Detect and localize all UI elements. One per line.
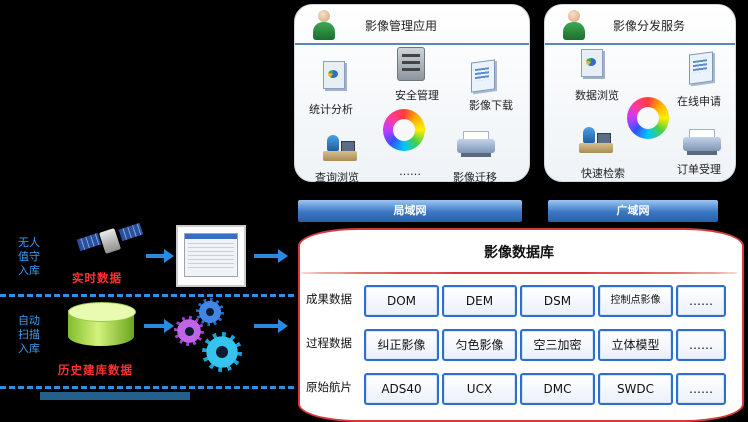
data-cell: DMC	[520, 373, 595, 405]
app-item-label: 快速检索	[581, 167, 625, 180]
app-item-label: 安全管理	[395, 89, 439, 102]
statistics-report-icon	[323, 61, 345, 89]
data-cell: ……	[676, 373, 726, 405]
separator-line	[0, 294, 294, 297]
data-cell: 纠正影像	[364, 329, 439, 361]
download-chart-icon	[471, 59, 495, 93]
cylinder-top-edge	[300, 272, 738, 274]
data-cell: ADS40	[364, 373, 439, 405]
security-server-icon	[397, 47, 425, 81]
data-cell: DEM	[442, 285, 517, 317]
order-printer-icon	[683, 129, 723, 155]
user-icon	[313, 10, 335, 40]
data-cell: ……	[676, 285, 726, 317]
data-cell: SWDC	[598, 373, 673, 405]
apply-chart-icon	[689, 51, 713, 85]
wan-bar: 广域网	[548, 200, 718, 222]
satellite-icon	[76, 222, 144, 266]
app-item-label: 查询浏览	[315, 171, 359, 184]
panel-header: 影像管理应用	[295, 5, 529, 45]
user-icon	[563, 10, 585, 40]
gear-icon	[196, 298, 224, 326]
panel-title: 影像管理应用	[365, 19, 438, 33]
data-cell: DOM	[364, 285, 439, 317]
app-item-label: 数据浏览	[575, 89, 619, 102]
database-title: 影像数据库	[484, 245, 554, 261]
app-item-label: 统计分析	[309, 103, 353, 116]
data-cell: 匀色影像	[442, 329, 517, 361]
app-item-label: ……	[399, 165, 421, 178]
historical-data-label: 历史建库数据	[58, 363, 133, 377]
decorative-strip	[40, 392, 190, 400]
data-cell: 立体模型	[598, 329, 673, 361]
gear-icon	[202, 332, 242, 372]
data-cell: 控制点影像	[598, 285, 673, 317]
row-label-raw: 原始航片	[306, 380, 352, 394]
browse-report-icon	[581, 49, 603, 77]
arrow-icon	[144, 319, 174, 333]
arrow-icon	[254, 319, 288, 333]
app-item-label: 影像迁移	[453, 171, 497, 184]
panel-title: 影像分发服务	[613, 19, 686, 33]
panel-header: 影像分发服务	[545, 5, 735, 45]
management-app-panel: 影像管理应用 统计分析 安全管理 影像下载 查询浏览 …… 影像迁移	[294, 4, 530, 184]
data-cell: ……	[676, 329, 726, 361]
realtime-data-label: 实时数据	[72, 271, 122, 285]
history-database-icon	[68, 302, 136, 350]
app-item-label: 在线申请	[677, 95, 721, 108]
app-item-label: 影像下载	[469, 99, 513, 112]
unattended-ingest-label: 无人值守入库	[18, 236, 40, 277]
arrow-icon	[146, 249, 174, 263]
data-cell: DSM	[520, 285, 595, 317]
ingest-software-screen-icon	[176, 225, 246, 287]
color-ring-icon	[383, 109, 425, 151]
row-label-process: 过程数据	[306, 336, 352, 350]
migration-printer-icon	[457, 131, 497, 157]
query-workstation-icon	[323, 135, 357, 163]
distribution-service-panel: 影像分发服务 数据浏览 在线申请 快速检索 订单受理	[544, 4, 736, 182]
app-item-label: 订单受理	[677, 163, 721, 176]
color-ring-icon	[627, 97, 669, 139]
arrow-icon	[254, 249, 288, 263]
row-label-results: 成果数据	[306, 292, 352, 306]
search-workstation-icon	[579, 127, 613, 155]
data-cell: 空三加密	[520, 329, 595, 361]
separator-line	[0, 386, 294, 389]
data-cell: UCX	[442, 373, 517, 405]
lan-bar: 局域网	[298, 200, 522, 222]
auto-scan-ingest-label: 自动扫描入库	[18, 314, 40, 355]
